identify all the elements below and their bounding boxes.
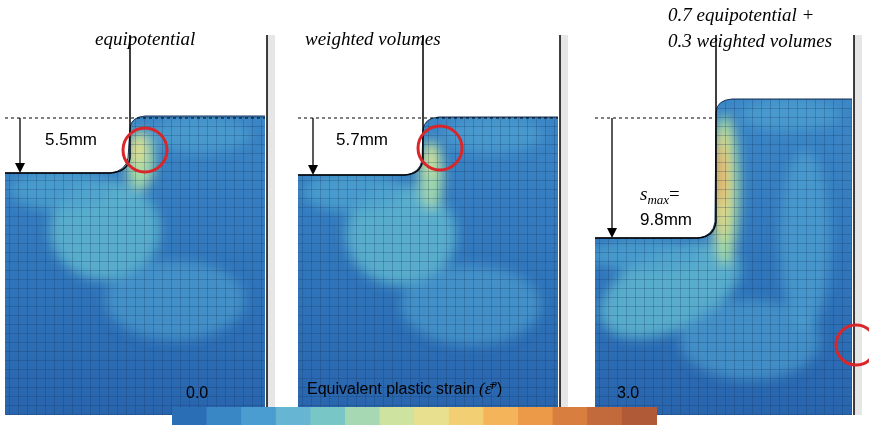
colorbar-tick-group: 3.0 — [617, 384, 639, 402]
colorbar-title: (ε̄ — [479, 379, 491, 398]
depth-dimension: 5.5mm — [45, 130, 97, 149]
max-depth-symbol: max — [647, 192, 669, 207]
panel-title-group: 0.7 equipotential + — [668, 4, 814, 26]
depth-dimension: 5.7mm — [336, 130, 388, 149]
panel-title: 0.7 equipotential + — [668, 4, 814, 25]
panel-title-group: weighted volumes — [305, 28, 441, 50]
panel-title-group: 0.3 weighted volumes — [668, 30, 832, 52]
depth-dimension: 9.8mm — [640, 210, 692, 229]
colorbar-title: ) — [497, 380, 502, 397]
colorbar-title: p — [491, 377, 497, 389]
colorbar-title: Equivalent plastic strain — [307, 380, 475, 397]
max-depth-symbol-group: smax= — [640, 183, 680, 208]
max-depth-symbol: = — [669, 183, 680, 204]
panel-title-group: equipotential — [95, 28, 195, 50]
panel-title: equipotential — [95, 28, 195, 49]
colorbar-title-group: Equivalent plastic strain (ε̄p) — [307, 377, 502, 399]
colorbar-tick: 0.0 — [186, 384, 208, 401]
depth-dimension-group: 9.8mm — [640, 210, 692, 230]
colorbar-tick: 3.0 — [617, 384, 639, 401]
panel-title: 0.3 weighted volumes — [668, 30, 832, 51]
colorbar-tick-group: 0.0 — [186, 384, 208, 402]
depth-dimension-group: 5.7mm — [336, 130, 388, 150]
panel-title: weighted volumes — [305, 28, 441, 49]
depth-dimension-group: 5.5mm — [45, 130, 97, 150]
max-depth-symbol: s — [640, 183, 647, 204]
